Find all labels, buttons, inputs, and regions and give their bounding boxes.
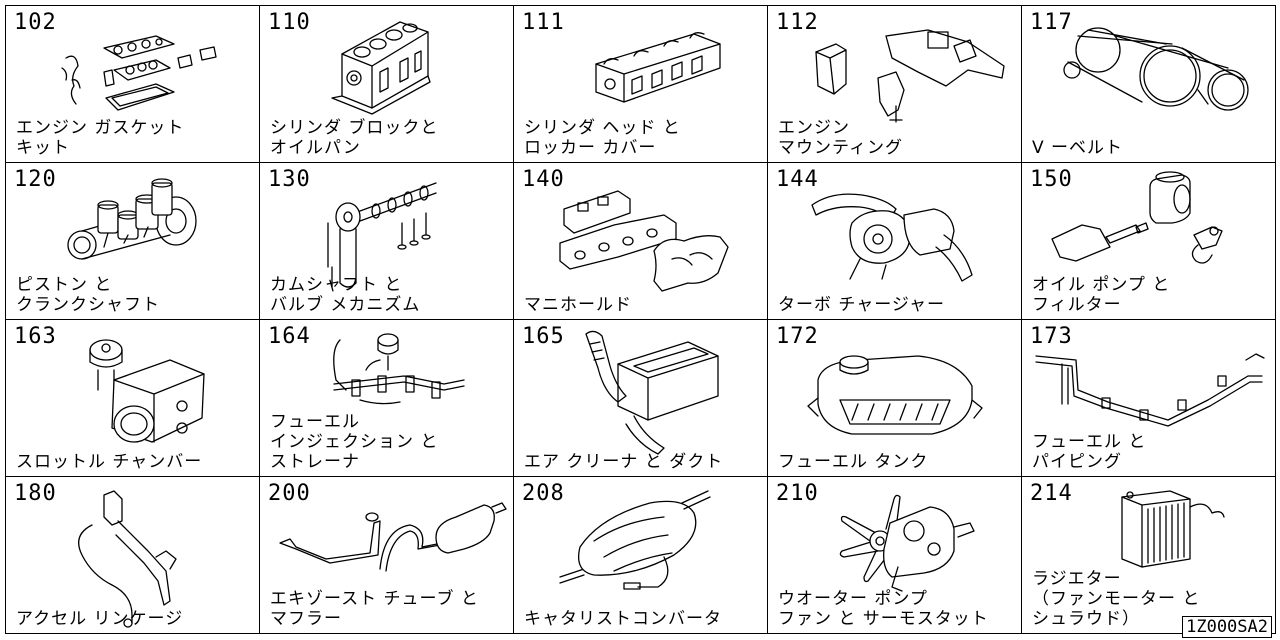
turbocharger-icon xyxy=(811,193,973,282)
part-cell-110[interactable]: 110 シリンダ ブロックと オイルパン xyxy=(260,6,514,163)
part-cell-140[interactable]: 140 マニホールド xyxy=(514,163,768,320)
cylinder-block-icon xyxy=(331,21,431,115)
part-cell-144[interactable]: 144 ターボ チャージャー xyxy=(768,163,1022,320)
catalytic-converter-icon xyxy=(559,490,711,590)
part-cell-150[interactable]: 150 オイル ポンプ と フィルター xyxy=(1022,163,1276,320)
part-label: V ーベルト xyxy=(1032,138,1124,158)
part-label: ターボ チャージャー xyxy=(778,295,946,315)
air-cleaner-icon xyxy=(585,330,719,455)
part-code: 165 xyxy=(522,324,565,349)
part-cell-180[interactable]: 180 アクセル リンケージ xyxy=(6,477,260,634)
part-cell-163[interactable]: 163 スロットル チャンバー xyxy=(6,320,260,477)
fuel-injection-icon xyxy=(333,333,465,405)
part-label: マニホールド xyxy=(524,295,632,315)
part-code: 173 xyxy=(1030,324,1073,349)
exhaust-muffler-icon xyxy=(279,502,507,572)
part-cell-102[interactable]: 102 エンジン ガスケット キット xyxy=(6,6,260,163)
cylinder-head-icon xyxy=(595,32,721,103)
part-code: 130 xyxy=(268,167,311,192)
part-cell-117[interactable]: 117 V ーベルト xyxy=(1022,6,1276,163)
part-code: 102 xyxy=(14,10,57,35)
part-code: 214 xyxy=(1030,481,1073,506)
part-label: キャタリストコンバータ xyxy=(524,609,722,629)
part-label: エンジン マウンティング xyxy=(778,118,903,158)
part-code: 144 xyxy=(776,167,819,192)
v-belt-icon xyxy=(1063,27,1249,111)
engine-mount-icon xyxy=(815,29,1005,123)
part-label: フューエル と パイピング xyxy=(1032,432,1147,472)
part-label: シリンダ ヘッド と ロッカー カバー xyxy=(524,118,681,158)
part-code: 112 xyxy=(776,10,819,35)
part-code: 172 xyxy=(776,324,819,349)
radiator-icon xyxy=(1121,490,1225,568)
part-cell-200[interactable]: 200 エキゾースト チューブ と マフラー xyxy=(260,477,514,634)
part-cell-165[interactable]: 165 エア クリーナ と ダクト xyxy=(514,320,768,477)
manifold-icon xyxy=(559,190,729,292)
part-code: 200 xyxy=(268,481,311,506)
part-cell-214[interactable]: 214 ラジエター （ファンモーター と シュラウド） xyxy=(1022,477,1276,634)
part-label: オイル ポンプ と フィルター xyxy=(1032,275,1171,315)
part-cell-172[interactable]: 172 フューエル タンク xyxy=(768,320,1022,477)
part-label: ピストン と クランクシャフト xyxy=(16,275,160,315)
oil-pump-filter-icon xyxy=(1051,171,1223,264)
part-code: 164 xyxy=(268,324,311,349)
part-label: ウオーター ポンプ ファン と サーモスタット xyxy=(778,589,989,629)
part-cell-173[interactable]: 173 フューエル と パイピング xyxy=(1022,320,1276,477)
part-code: 140 xyxy=(522,167,565,192)
part-label: ラジエター （ファンモーター と シュラウド） xyxy=(1032,569,1201,629)
part-label: カムシャフト と バルブ メカニズム xyxy=(270,275,421,315)
part-cell-210[interactable]: 210 ウオーター ポンプ ファン と サーモスタット xyxy=(768,477,1022,634)
part-label: エンジン ガスケット キット xyxy=(16,118,185,158)
part-code: 120 xyxy=(14,167,57,192)
part-cell-111[interactable]: 111 シリンダ ヘッド と ロッカー カバー xyxy=(514,6,768,163)
gasket-kit-icon xyxy=(61,35,217,111)
part-code: 110 xyxy=(268,10,311,35)
throttle-chamber-icon xyxy=(89,339,205,443)
part-code: 180 xyxy=(14,481,57,506)
camshaft-icon xyxy=(327,182,437,288)
part-label: フューエル タンク xyxy=(778,452,929,472)
part-code: 163 xyxy=(14,324,57,349)
part-label: フューエル インジェクション と ストレーナ xyxy=(270,412,439,472)
fuel-piping-icon xyxy=(1035,353,1265,427)
piston-crankshaft-icon xyxy=(67,178,197,260)
part-code: 210 xyxy=(776,481,819,506)
part-code: 208 xyxy=(522,481,565,506)
part-label: エア クリーナ と ダクト xyxy=(524,452,724,472)
part-label: スロットル チャンバー xyxy=(16,452,203,472)
part-code: 117 xyxy=(1030,10,1073,35)
part-cell-208[interactable]: 208 キャタリストコンバータ xyxy=(514,477,768,634)
part-cell-130[interactable]: 130 カムシャフト と バルブ メカニズム xyxy=(260,163,514,320)
part-cell-112[interactable]: 112 エンジン マウンティング xyxy=(768,6,1022,163)
part-label: アクセル リンケージ xyxy=(16,609,184,629)
part-cell-120[interactable]: 120 ピストン と クランクシャフト xyxy=(6,163,260,320)
accel-linkage-icon xyxy=(78,490,177,628)
part-label: エキゾースト チューブ と マフラー xyxy=(270,589,479,629)
part-code: 150 xyxy=(1030,167,1073,192)
water-pump-fan-icon xyxy=(839,494,975,592)
part-code: 111 xyxy=(522,10,565,35)
part-label: シリンダ ブロックと オイルパン xyxy=(270,118,439,158)
parts-grid: 102 エンジン ガスケット キット 110 xyxy=(5,5,1276,634)
fuel-tank-icon xyxy=(807,355,983,435)
reference-code: 1Z000SA2 xyxy=(1182,616,1272,638)
part-cell-164[interactable]: 164 フューエル インジェクション と ストレーナ xyxy=(260,320,514,477)
